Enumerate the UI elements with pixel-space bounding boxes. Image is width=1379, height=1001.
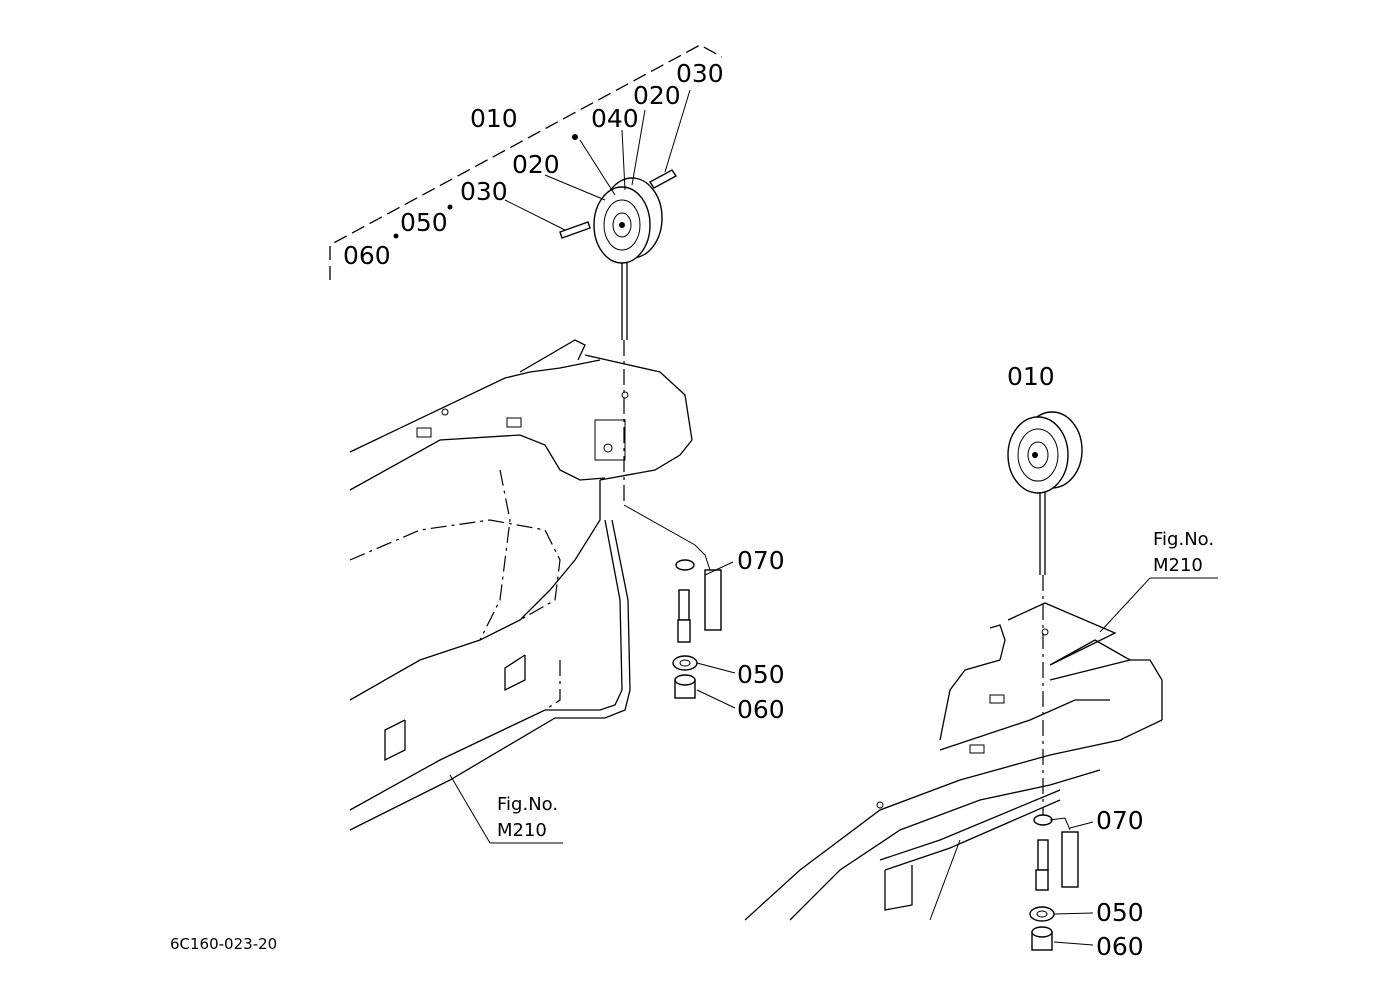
label-070: 070 bbox=[737, 546, 785, 575]
label-010: 010 bbox=[470, 104, 518, 133]
label-060-kit: 060 bbox=[343, 241, 391, 270]
left-sensor bbox=[623, 504, 736, 709]
fig-ref-line1: Fig.No. bbox=[497, 794, 558, 815]
meter-assembly-right bbox=[1007, 411, 1083, 815]
fig-ref-right-line2: M210 bbox=[1153, 555, 1203, 576]
label-030: 030 bbox=[460, 177, 508, 206]
kit-bracket bbox=[329, 44, 723, 280]
label-050-kit: 050 bbox=[400, 208, 448, 237]
right-frame bbox=[744, 602, 1163, 921]
label-070-right: 070 bbox=[1096, 806, 1144, 835]
label-010-right: 010 bbox=[1007, 362, 1055, 391]
label-030-top: 030 bbox=[676, 59, 724, 88]
right-view: 010 070 050 060 Fig.No. M210 bbox=[744, 362, 1218, 961]
drawing-code: 6C160-023-20 bbox=[170, 935, 277, 953]
label-020-top: 020 bbox=[633, 81, 681, 110]
fig-ref-line2: M210 bbox=[497, 820, 547, 841]
label-040: 040 bbox=[591, 104, 639, 133]
fig-ref-right-line1: Fig.No. bbox=[1153, 529, 1214, 550]
left-view: 010 040 020 030 020 030 050 060 070 050 … bbox=[329, 44, 785, 844]
left-leaders bbox=[393, 89, 691, 239]
label-050: 050 bbox=[737, 660, 785, 689]
label-050-right: 050 bbox=[1096, 898, 1144, 927]
label-020: 020 bbox=[512, 150, 560, 179]
right-fig-leader bbox=[1099, 577, 1151, 633]
label-060-right: 060 bbox=[1096, 932, 1144, 961]
meter-assembly bbox=[559, 169, 678, 505]
left-fig-leader bbox=[449, 774, 491, 844]
right-sensor bbox=[1029, 814, 1094, 951]
label-060: 060 bbox=[737, 695, 785, 724]
left-frame bbox=[349, 339, 693, 831]
